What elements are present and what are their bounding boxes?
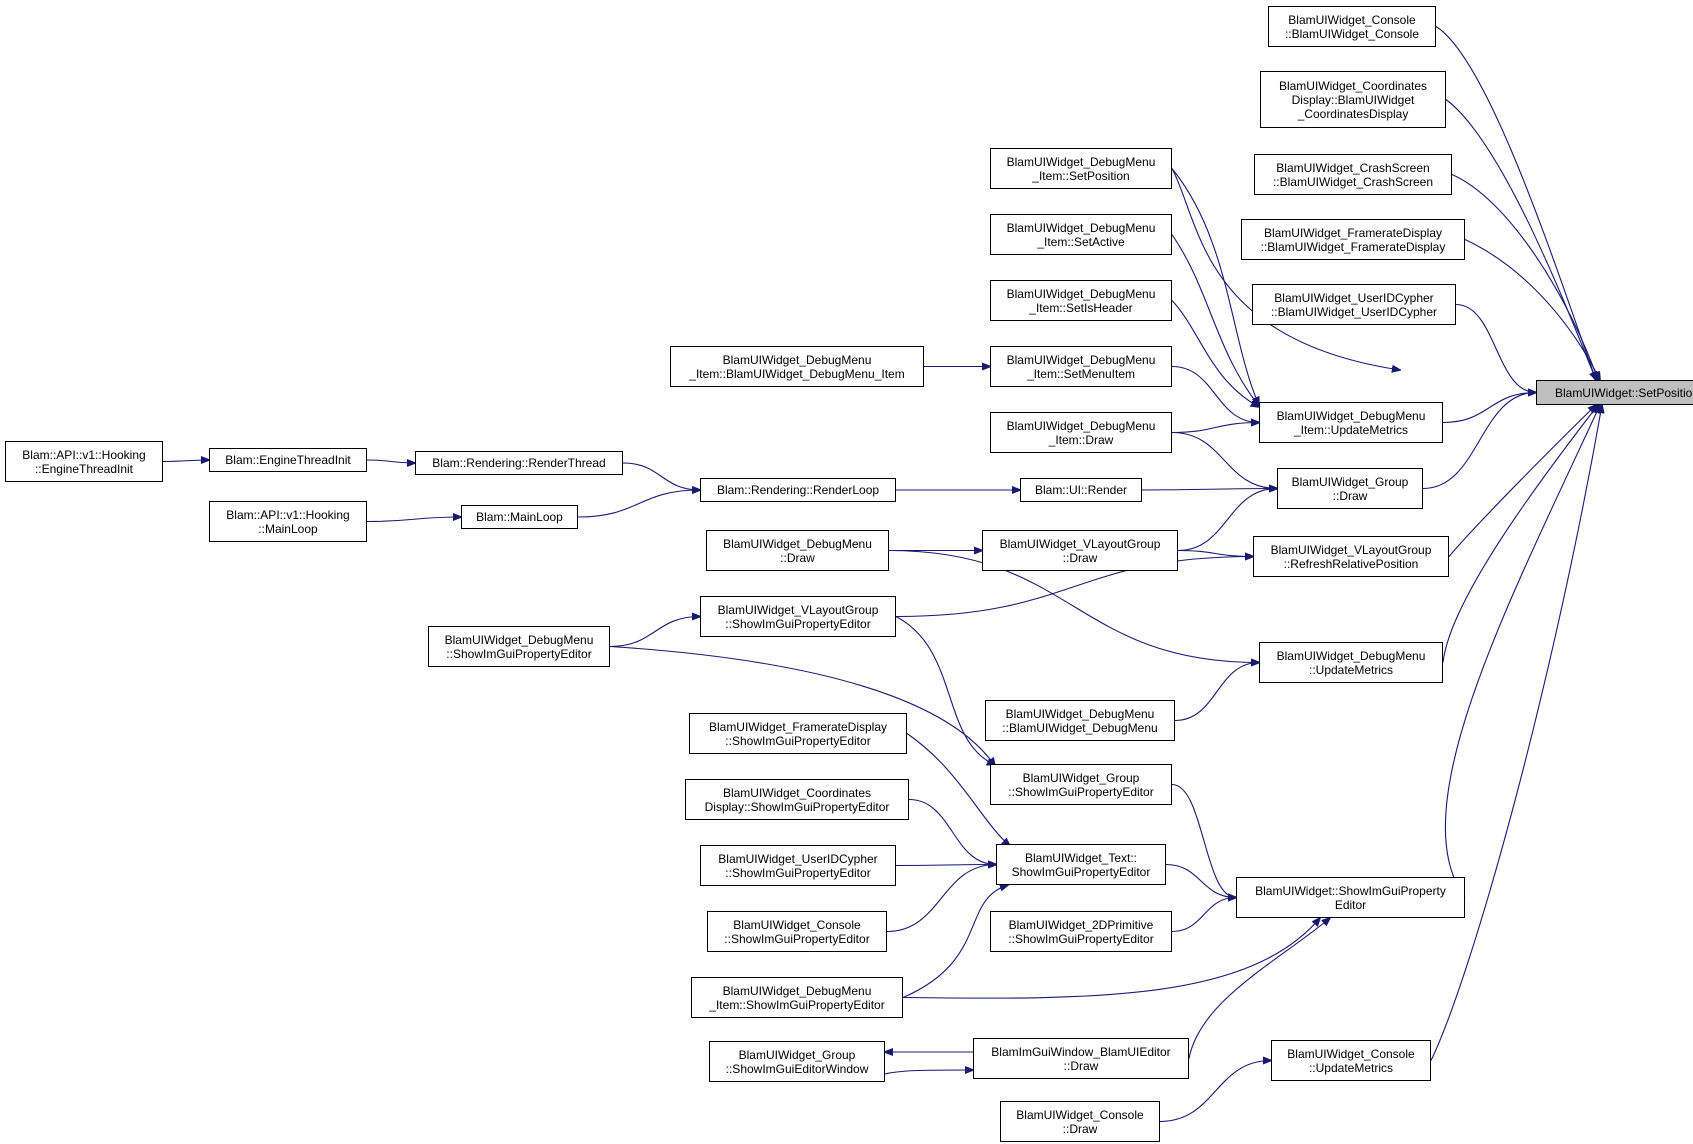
node-renderthread[interactable]: Blam::Rendering::RenderThread [415,451,623,475]
node-hook-mainloop[interactable]: Blam::API::v1::Hooking ::MainLoop [209,501,367,542]
node-group-draw[interactable]: BlamUIWidget_Group ::Draw [1277,468,1423,509]
node-dmi-setisheader[interactable]: BlamUIWidget_DebugMenu _Item::SetIsHeade… [990,280,1172,321]
edge-dm-ctor-to-dm-updatemetrics [1174,663,1259,722]
node-prim2d-showeditor[interactable]: BlamUIWidget_2DPrimitive ::ShowImGuiProp… [990,911,1172,952]
edge-dmi-showeditor-to-widget-showeditor [902,918,1320,999]
node-coord-showeditor[interactable]: BlamUIWidget_Coordinates Display::ShowIm… [685,779,909,820]
node-vlg-draw[interactable]: BlamUIWidget_VLayoutGroup ::Draw [982,530,1178,571]
edge-vlg-draw-to-group-draw [1177,489,1277,552]
edge-dmi-draw-to-dmi-updatemetrics [1171,423,1259,434]
edge-framerate-showeditor-to-text-showeditor [906,733,1010,847]
node-dmi-showeditor[interactable]: BlamUIWidget_DebugMenu _Item::ShowImGuiP… [691,977,903,1018]
node-mainloop[interactable]: Blam::MainLoop [461,505,578,529]
node-hook-enginethreadinit[interactable]: Blam::API::v1::Hooking ::EngineThreadIni… [5,441,163,482]
node-enginethreadinit[interactable]: Blam::EngineThreadInit [209,448,367,472]
node-vlg-refresh[interactable]: BlamUIWidget_VLayoutGroup ::RefreshRelat… [1253,536,1449,577]
edge-widget-showeditor-to-setposition [1444,405,1600,898]
node-dm-ctor[interactable]: BlamUIWidget_DebugMenu ::BlamUIWidget_De… [985,700,1175,741]
node-text-showeditor[interactable]: BlamUIWidget_Text:: ShowImGuiPropertyEdi… [996,844,1166,885]
node-consolector[interactable]: BlamUIWidget_Console ::BlamUIWidget_Cons… [1268,6,1436,47]
edge-consolector-to-setposition [1435,26,1596,381]
node-useridctor[interactable]: BlamUIWidget_UserIDCypher ::BlamUIWidget… [1252,284,1456,325]
node-group-showeditorwindow[interactable]: BlamUIWidget_Group ::ShowImGuiEditorWind… [709,1041,885,1082]
node-coordctor[interactable]: BlamUIWidget_Coordinates Display::BlamUI… [1260,71,1446,128]
edge-hook-enginethreadinit-to-enginethreadinit [162,460,209,462]
node-dmi-setactive[interactable]: BlamUIWidget_DebugMenu _Item::SetActive [990,214,1172,255]
edge-dmi-showeditor-to-text-showeditor [902,885,1008,999]
node-frameratector[interactable]: BlamUIWidget_FramerateDisplay ::BlamUIWi… [1241,219,1465,260]
edge-group-showeditor-to-widget-showeditor [1171,783,1236,898]
edge-dmi-setposition-to-setposition [1171,168,1400,371]
node-vlg-showeditor[interactable]: BlamUIWidget_VLayoutGroup ::ShowImGuiPro… [700,596,896,637]
edge-vlg-showeditor-to-vlg-refresh [895,557,1253,618]
edge-vlg-refresh-to-setposition [1448,405,1596,557]
edge-mainloop-to-renderloop [577,490,700,518]
node-ui-render[interactable]: Blam::UI::Render [1020,478,1142,502]
edge-group-showeditorwindow-to-uieditor-draw [884,1070,973,1075]
edge-ui-render-to-group-draw [1141,489,1277,491]
node-dm-draw[interactable]: BlamUIWidget_DebugMenu ::Draw [706,530,889,571]
edge-group-draw-to-setposition [1422,393,1536,490]
node-userid-showeditor[interactable]: BlamUIWidget_UserIDCypher ::ShowImGuiPro… [700,845,896,886]
edge-renderthread-to-renderloop [622,462,700,490]
node-console-showeditor[interactable]: BlamUIWidget_Console ::ShowImGuiProperty… [707,911,887,952]
node-setposition[interactable]: BlamUIWidget::SetPosition [1536,380,1693,405]
edge-crashctor-to-setposition [1451,173,1598,381]
edge-hook-mainloop-to-mainloop [366,517,461,523]
edge-console-draw-to-console-updatemetrics [1159,1061,1271,1123]
node-dmi-draw[interactable]: BlamUIWidget_DebugMenu _Item::Draw [990,412,1172,453]
node-dm-showeditor[interactable]: BlamUIWidget_DebugMenu ::ShowImGuiProper… [428,626,610,667]
node-dm-updatemetrics[interactable]: BlamUIWidget_DebugMenu ::UpdateMetrics [1259,642,1443,683]
node-dmi-ctor[interactable]: BlamUIWidget_DebugMenu _Item::BlamUIWidg… [670,346,924,387]
edge-dmi-setmenuitem-to-dmi-updatemetrics [1171,365,1259,423]
edge-vlg-showeditor-to-group-showeditor [895,616,995,766]
edge-dmi-setactive-to-dmi-updatemetrics [1171,234,1259,407]
edge-console-updatemetrics-to-setposition [1430,405,1602,1061]
node-framerate-showeditor[interactable]: BlamUIWidget_FramerateDisplay ::ShowImGu… [689,713,907,754]
edge-dmi-updatemetrics-to-setposition [1442,393,1536,424]
edge-coord-showeditor-to-text-showeditor [908,798,996,865]
edge-vlg-draw-to-vlg-refresh [1177,549,1253,557]
node-widget-showeditor[interactable]: BlamUIWidget::ShowImGuiProperty Editor [1236,877,1465,918]
edge-dm-showeditor-to-vlg-showeditor [609,617,700,648]
edge-coordctor-to-setposition [1445,99,1596,381]
node-console-updatemetrics[interactable]: BlamUIWidget_Console ::UpdateMetrics [1271,1040,1431,1081]
edge-dmi-draw-to-group-draw [1171,431,1277,489]
node-dmi-setmenuitem[interactable]: BlamUIWidget_DebugMenu _Item::SetMenuIte… [990,346,1172,387]
edge-enginethreadinit-to-renderthread [366,460,415,463]
node-dmi-setposition[interactable]: BlamUIWidget_DebugMenu _Item::SetPositio… [990,148,1172,189]
edge-dm-showeditor-to-group-showeditor [609,645,995,767]
edge-dm-draw-to-dm-updatemetrics [888,549,1259,663]
edge-dmi-setisheader-to-dmi-updatemetrics [1171,300,1259,408]
edge-uieditor-draw-to-widget-showeditor [1188,918,1330,1059]
node-uieditor-draw[interactable]: BlamImGuiWindow_BlamUIEditor ::Draw [973,1038,1189,1079]
edge-console-showeditor-to-text-showeditor [886,865,996,933]
edge-useridctor-to-setposition [1455,303,1536,393]
node-dmi-updatemetrics[interactable]: BlamUIWidget_DebugMenu _Item::UpdateMetr… [1259,402,1443,443]
edge-frameratector-to-setposition [1464,239,1600,381]
edge-dmi-setposition-to-dmi-updatemetrics [1171,168,1259,406]
edge-userid-showeditor-to-text-showeditor [895,865,996,866]
node-console-draw[interactable]: BlamUIWidget_Console ::Draw [1000,1101,1160,1142]
edge-dm-updatemetrics-to-setposition [1442,405,1598,663]
edge-prim2d-showeditor-to-widget-showeditor [1171,898,1236,933]
node-group-showeditor[interactable]: BlamUIWidget_Group ::ShowImGuiPropertyEd… [990,764,1172,805]
edge-text-showeditor-to-widget-showeditor [1165,863,1236,898]
node-renderloop[interactable]: Blam::Rendering::RenderLoop [700,478,896,502]
node-crashctor[interactable]: BlamUIWidget_CrashScreen ::BlamUIWidget_… [1254,154,1452,195]
